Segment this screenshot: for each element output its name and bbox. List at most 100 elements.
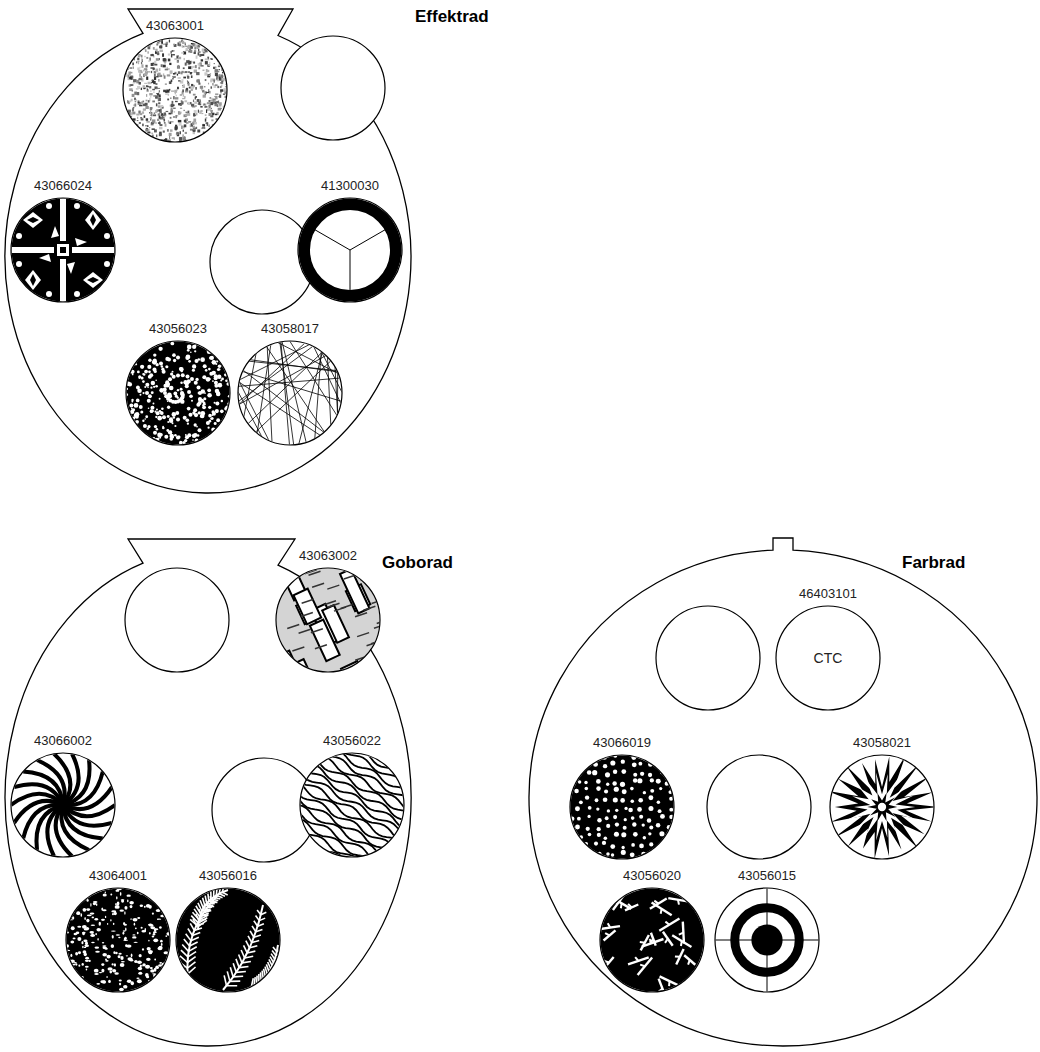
gobo-centre xyxy=(123,38,230,145)
gobo-ground xyxy=(238,341,342,445)
frond-leaf xyxy=(261,982,270,983)
texture-speck xyxy=(225,50,227,52)
speckle xyxy=(112,963,114,965)
spiral-dot xyxy=(179,367,183,371)
dot xyxy=(642,823,645,826)
abstract-stroke xyxy=(360,576,372,580)
texture-speck xyxy=(214,49,217,51)
texture-speck xyxy=(142,41,144,43)
wave-line xyxy=(304,760,414,826)
texture-speck xyxy=(135,134,138,136)
texture-speck xyxy=(181,72,183,74)
texture-speck xyxy=(145,125,148,126)
texture-speck xyxy=(152,80,154,81)
spiral-dot xyxy=(167,415,170,418)
frond-leaf xyxy=(248,936,252,943)
texture-speck xyxy=(214,42,216,44)
gobo-rim xyxy=(176,888,280,992)
dot xyxy=(603,797,608,802)
dot xyxy=(605,772,610,777)
texture-speck xyxy=(155,69,158,72)
texture-speck xyxy=(130,76,133,79)
speckle xyxy=(67,889,68,890)
open-aperture xyxy=(281,36,385,140)
abstract-stroke xyxy=(292,647,304,651)
texture-speck xyxy=(173,44,175,46)
texture-speck xyxy=(141,88,142,90)
texture-speck xyxy=(220,75,223,77)
dot xyxy=(621,832,626,837)
speckle xyxy=(72,916,74,919)
texture-speck xyxy=(165,138,166,141)
dot xyxy=(648,806,653,811)
texture-speck xyxy=(132,108,134,111)
gobo-disc: 46403101CTC xyxy=(776,606,880,710)
speckle xyxy=(136,978,139,979)
gobo-centre xyxy=(298,198,402,302)
dot xyxy=(568,780,572,784)
spiral-dot xyxy=(194,367,196,369)
texture-speck xyxy=(214,135,217,137)
texture-speck xyxy=(146,136,149,138)
dot xyxy=(668,852,672,856)
frond-leaf xyxy=(227,971,230,981)
gobo-ground xyxy=(66,888,170,992)
spiral-dot xyxy=(148,375,152,379)
spiral-dot xyxy=(187,433,191,437)
texture-speck xyxy=(147,88,148,90)
texture-speck xyxy=(217,44,219,46)
texture-speck xyxy=(159,133,162,136)
frond-leaf xyxy=(189,947,197,952)
texture-speck xyxy=(188,66,191,69)
abstract-stroke xyxy=(299,629,311,633)
spiral-dot xyxy=(174,434,177,437)
speckle xyxy=(110,894,112,896)
speckle xyxy=(130,959,134,962)
texture-speck xyxy=(225,133,227,136)
part-number: 43066002 xyxy=(32,733,94,748)
wave-line xyxy=(277,806,387,872)
texture-speck xyxy=(170,51,171,54)
texture-speck xyxy=(219,126,222,129)
dot xyxy=(637,807,642,812)
texture-speck xyxy=(197,129,200,132)
dot xyxy=(585,787,589,791)
speckle xyxy=(119,983,121,986)
texture-speck xyxy=(170,70,173,73)
speckle xyxy=(112,935,114,939)
spiral-dot xyxy=(134,403,139,408)
spiral-dot xyxy=(216,392,221,397)
texture-speck xyxy=(224,110,225,113)
speckle xyxy=(73,937,76,939)
dot xyxy=(606,783,609,786)
frond-leaf xyxy=(275,957,281,959)
texture-speck xyxy=(129,44,131,45)
crossing-line xyxy=(327,357,330,425)
texture-speck xyxy=(145,103,148,106)
texture-speck xyxy=(209,42,211,43)
texture-speck xyxy=(208,65,210,66)
spiral-dot xyxy=(135,415,139,419)
texture-speck xyxy=(174,127,177,130)
frond-leaf xyxy=(261,912,267,915)
speckle xyxy=(70,954,72,957)
texture-speck xyxy=(155,110,157,113)
texture-speck xyxy=(200,102,201,104)
spiral-dot xyxy=(208,406,211,409)
speckle xyxy=(82,932,85,936)
texture-speck xyxy=(215,93,218,95)
frond-leaf xyxy=(233,963,236,972)
texture-speck xyxy=(202,70,204,71)
texture-speck xyxy=(144,137,145,139)
speckle xyxy=(76,900,77,901)
frond-leaf xyxy=(209,900,217,902)
gobo-rim xyxy=(776,606,880,710)
texture-speck xyxy=(131,45,132,48)
texture-speck xyxy=(135,142,137,145)
texture-speck xyxy=(192,129,195,131)
texture-speck xyxy=(139,73,141,76)
speckle xyxy=(85,960,89,962)
crossing-line xyxy=(238,378,339,386)
dot xyxy=(596,779,601,784)
texture-speck xyxy=(141,55,142,58)
